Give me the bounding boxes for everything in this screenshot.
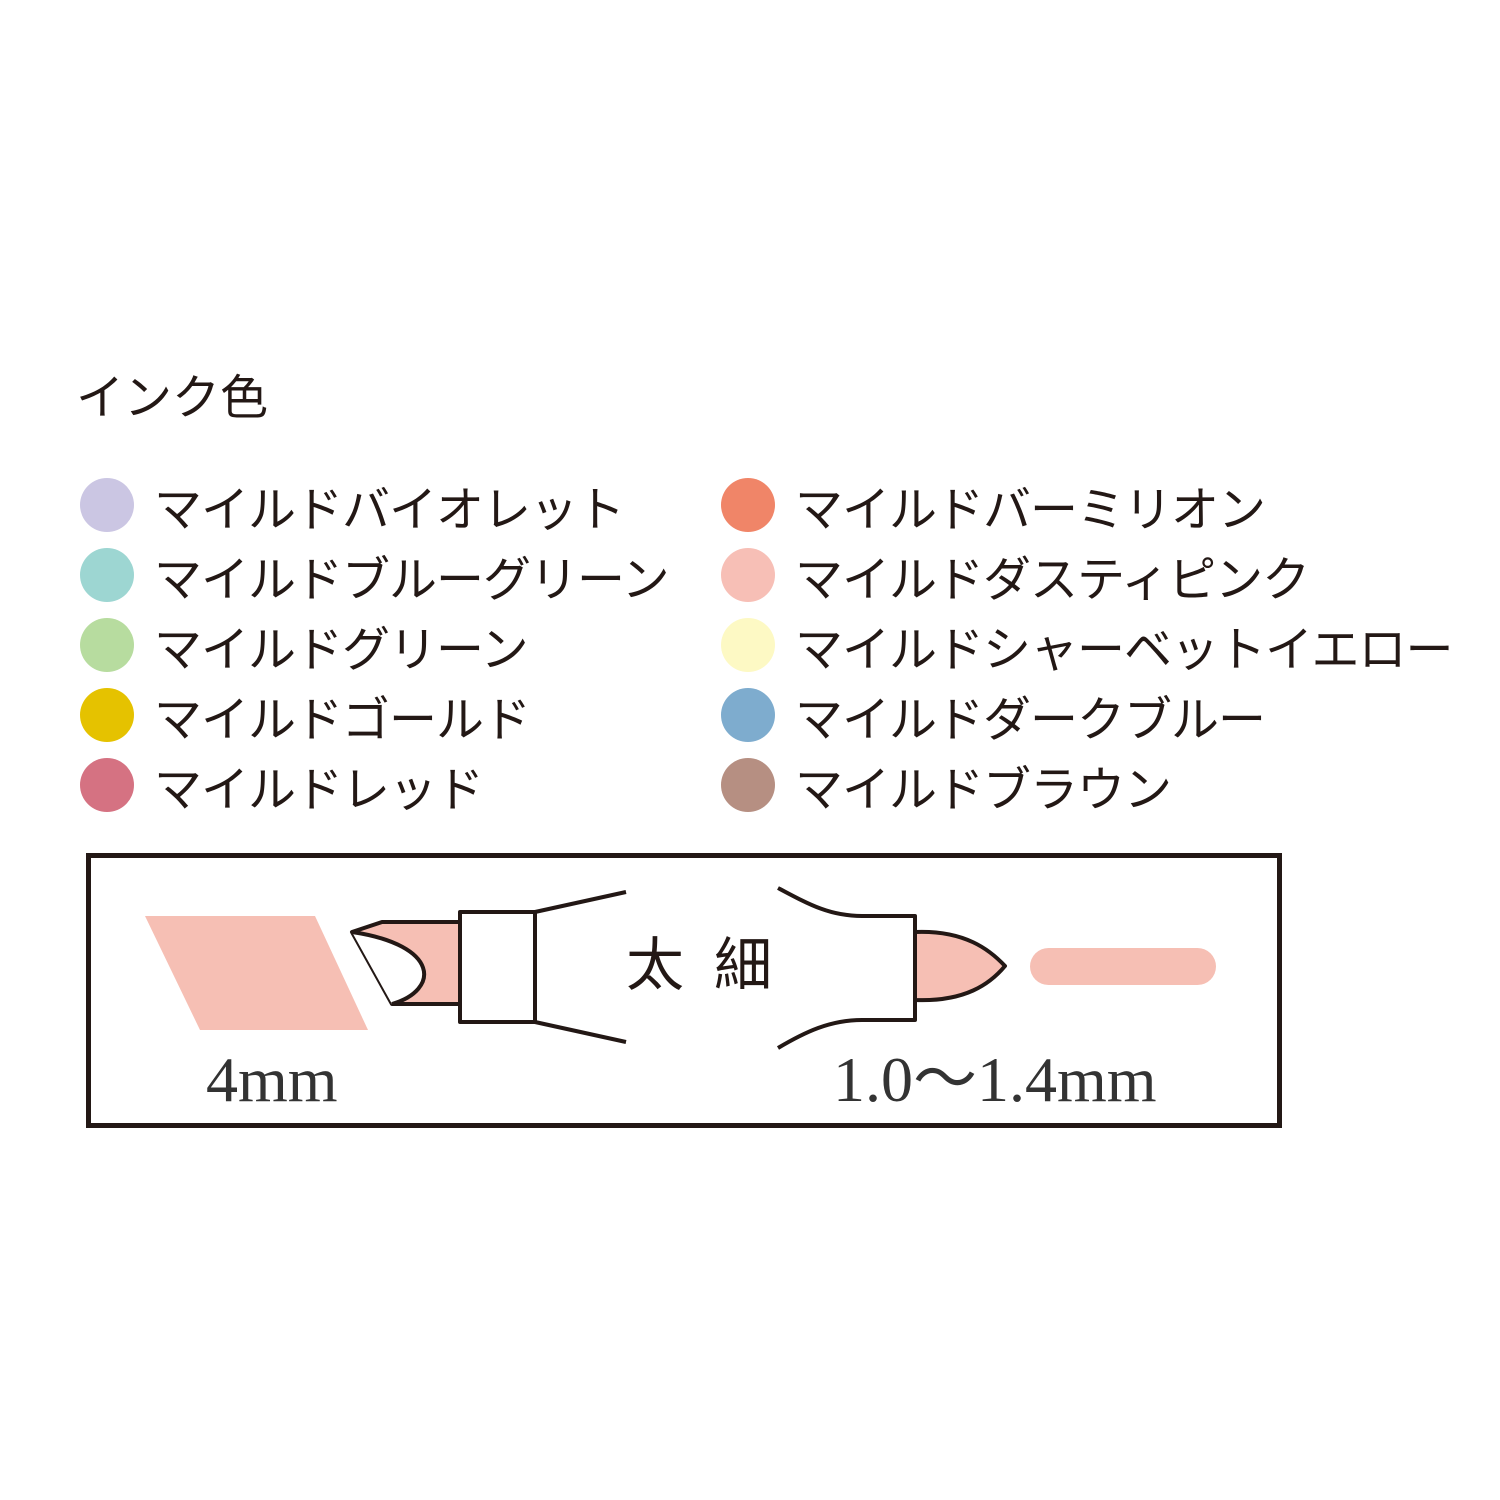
color-name: マイルドゴールド	[154, 692, 531, 748]
section-title: インク色	[76, 370, 269, 426]
bullet-tip	[913, 929, 1007, 1003]
color-item: マイルドダスティピンク	[721, 540, 1453, 610]
chisel-stroke-sample	[145, 916, 368, 1030]
color-item: マイルドゴールド	[80, 680, 669, 750]
bullet-stroke-sample	[1030, 948, 1216, 985]
color-list-left: マイルドバイオレット マイルドブルーグリーン マイルドグリーン マイルドゴールド…	[80, 470, 670, 820]
color-item: マイルドブラウン	[721, 750, 1453, 820]
color-swatch	[721, 548, 775, 602]
color-name: マイルドブラウン	[795, 762, 1172, 818]
color-name: マイルドレッド	[154, 762, 484, 818]
color-name: マイルドバーミリオン	[795, 482, 1266, 538]
color-swatch	[80, 478, 134, 532]
color-name: マイルドダスティピンク	[795, 552, 1310, 608]
color-swatch	[721, 758, 775, 812]
color-swatch	[80, 618, 134, 672]
color-name: マイルドバイオレット	[154, 482, 625, 538]
bullet-body	[776, 886, 917, 1050]
color-swatch	[721, 478, 775, 532]
color-list-right: マイルドバーミリオン マイルドダスティピンク マイルドシャーベットイエロー マイ…	[721, 470, 1454, 820]
thin-label: 細	[714, 931, 773, 999]
color-name: マイルドグリーン	[154, 622, 529, 678]
color-name: マイルドシャーベットイエロー	[795, 622, 1454, 678]
color-swatch	[80, 548, 134, 602]
chisel-ferrule	[458, 910, 537, 1024]
color-item: マイルドダークブルー	[721, 680, 1453, 750]
tip-diagram-frame	[86, 853, 1282, 1128]
color-item: マイルドバーミリオン	[721, 470, 1453, 540]
color-item: マイルドグリーン	[80, 610, 669, 680]
color-swatch	[80, 758, 134, 812]
color-item: マイルドブルーグリーン	[80, 540, 670, 610]
color-name: マイルドブルーグリーン	[154, 552, 670, 608]
chisel-body-top	[534, 890, 627, 914]
thick-size: 4mm	[206, 1044, 338, 1115]
thick-label: 太	[626, 931, 685, 999]
chisel-tip-face	[351, 930, 427, 1006]
color-item: マイルドバイオレット	[80, 470, 669, 540]
color-item: マイルドレッド	[80, 750, 669, 820]
color-item: マイルドシャーベットイエロー	[721, 610, 1454, 680]
color-swatch	[721, 618, 775, 672]
color-name: マイルドダークブルー	[795, 692, 1266, 748]
chisel-body-bottom	[534, 1020, 627, 1044]
color-swatch	[80, 688, 134, 742]
thin-size: 1.0〜1.4mm	[833, 1044, 1157, 1115]
color-swatch	[721, 688, 775, 742]
